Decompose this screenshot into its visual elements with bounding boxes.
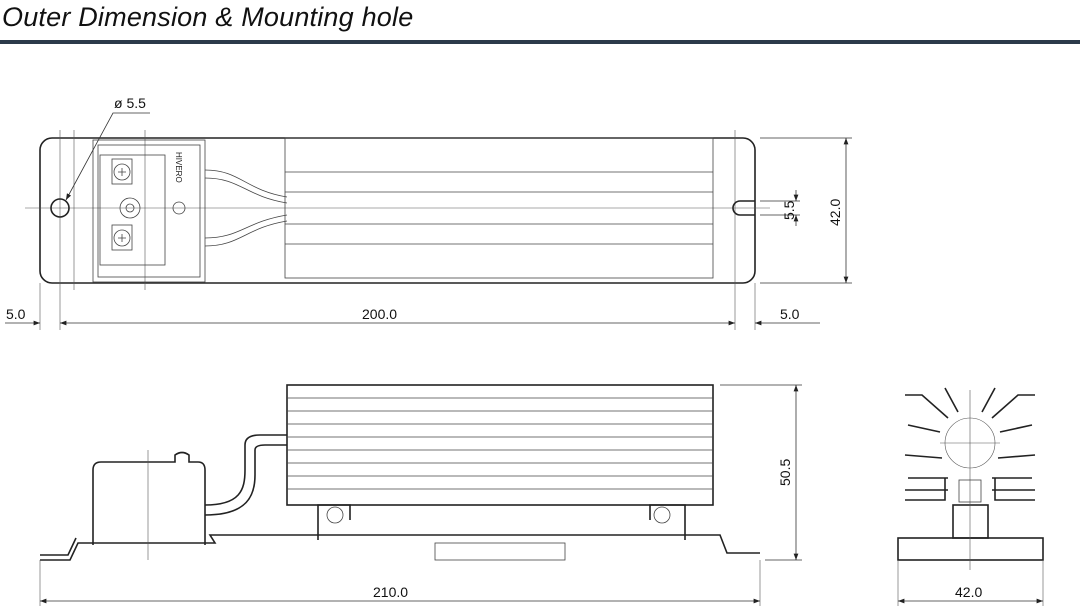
resistor-body [284,137,714,279]
hole-diameter-label: ø 5.5 [114,95,146,111]
total-length-label: 210.0 [373,584,408,600]
page-title: Outer Dimension & Mounting hole [2,2,414,32]
side-view: 50.5 210.0 [39,384,802,606]
mounting-hole [50,198,70,218]
height-label: 42.0 [827,199,843,226]
brand-label: HIVERO [174,152,183,183]
slot-width-label: 5.5 [781,200,797,220]
hole-pitch-label: 200.0 [362,306,397,322]
top-view: HIVERO ø 5.5 5.5 42.0 5.0 200.0 [5,95,852,330]
title-divider [0,40,1080,44]
end-width-label: 42.0 [955,584,982,600]
side-height-label: 50.5 [777,459,793,486]
end-view: 42.0 [897,387,1044,606]
mounting-slot [732,200,755,216]
left-margin-label: 5.0 [6,306,26,322]
right-margin-label: 5.0 [780,306,800,322]
